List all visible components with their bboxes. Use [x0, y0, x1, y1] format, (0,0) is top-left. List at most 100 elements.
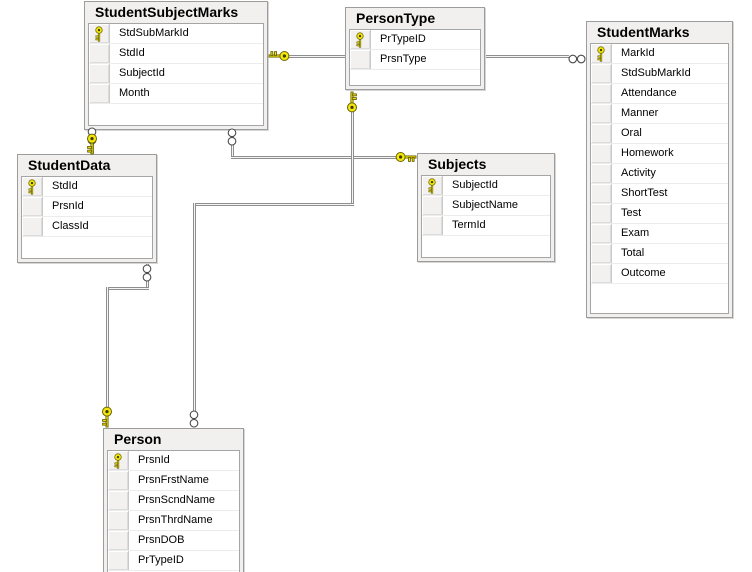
- field-name: PrsnId: [52, 200, 84, 212]
- row-selector[interactable]: [591, 64, 612, 83]
- field-row[interactable]: PrsnType: [350, 50, 480, 70]
- field-row[interactable]: PrTypeID: [350, 30, 480, 50]
- row-selector[interactable]: [89, 64, 110, 83]
- field-row[interactable]: SubjectId: [422, 176, 550, 196]
- table-title[interactable]: PersonType: [356, 10, 436, 26]
- table-title[interactable]: Subjects: [428, 156, 487, 172]
- row-selector[interactable]: [108, 551, 129, 570]
- field-row[interactable]: ShortTest: [591, 184, 728, 204]
- field-name: PrsnDOB: [138, 534, 185, 546]
- field-name: PrsnScndName: [138, 494, 216, 506]
- relationship-line[interactable]: [106, 287, 149, 290]
- field-name: Outcome: [621, 267, 666, 279]
- field-row[interactable]: Exam: [591, 224, 728, 244]
- field-row[interactable]: Month: [89, 84, 263, 104]
- relationship-key-icon: [86, 133, 98, 155]
- field-row[interactable]: SubjectId: [89, 64, 263, 84]
- field-row[interactable]: ClassId: [22, 217, 152, 237]
- row-selector[interactable]: [108, 451, 129, 470]
- field-row[interactable]: Attendance: [591, 84, 728, 104]
- table-title[interactable]: Person: [114, 431, 162, 447]
- row-selector[interactable]: [108, 491, 129, 510]
- row-selector[interactable]: [591, 144, 612, 163]
- relationship-many-icon: [568, 51, 586, 69]
- field-name: PrTypeID: [138, 554, 184, 566]
- row-selector[interactable]: [591, 104, 612, 123]
- table-title[interactable]: StudentMarks: [597, 24, 690, 40]
- field-row[interactable]: StdId: [22, 177, 152, 197]
- table-title[interactable]: StudentData: [28, 157, 111, 173]
- row-selector[interactable]: [591, 164, 612, 183]
- field-row[interactable]: Oral: [591, 124, 728, 144]
- primary-key-icon: [428, 177, 436, 194]
- relationship-line[interactable]: [193, 203, 354, 206]
- field-row[interactable]: Activity: [591, 164, 728, 184]
- row-selector[interactable]: [89, 44, 110, 63]
- field-row[interactable]: PrsnThrdName: [108, 511, 239, 531]
- field-row[interactable]: PrsnFrstName: [108, 471, 239, 491]
- row-selector[interactable]: [350, 50, 371, 69]
- table-title[interactable]: StudentSubjectMarks: [95, 4, 239, 20]
- field-name: Month: [119, 87, 150, 99]
- field-name: PrTypeID: [380, 33, 426, 45]
- row-selector[interactable]: [89, 24, 110, 43]
- field-row[interactable]: PrsnId: [108, 451, 239, 471]
- field-row[interactable]: PrTypeID: [108, 551, 239, 571]
- row-selector[interactable]: [591, 204, 612, 223]
- row-selector[interactable]: [422, 176, 443, 195]
- field-name: Homework: [621, 147, 674, 159]
- field-row[interactable]: StdSubMarkId: [89, 24, 263, 44]
- row-selector[interactable]: [422, 196, 443, 215]
- field-row[interactable]: Test: [591, 204, 728, 224]
- row-selector[interactable]: [422, 216, 443, 235]
- field-row[interactable]: StdSubMarkId: [591, 64, 728, 84]
- field-name: PrsnFrstName: [138, 474, 209, 486]
- row-selector[interactable]: [591, 224, 612, 243]
- row-selector[interactable]: [22, 177, 43, 196]
- field-row[interactable]: StdId: [89, 44, 263, 64]
- field-row[interactable]: PrsnScndName: [108, 491, 239, 511]
- field-row[interactable]: TermId: [422, 216, 550, 236]
- row-selector[interactable]: [89, 84, 110, 103]
- row-selector[interactable]: [591, 264, 612, 283]
- relationship-line[interactable]: [231, 156, 403, 159]
- field-grid: PrTypeID PrsnType: [349, 29, 481, 86]
- field-name: SubjectId: [452, 179, 498, 191]
- field-name: MarkId: [621, 47, 655, 59]
- row-selector[interactable]: [108, 531, 129, 550]
- row-selector[interactable]: [591, 184, 612, 203]
- field-row[interactable]: PrsnDOB: [108, 531, 239, 551]
- field-row[interactable]: Homework: [591, 144, 728, 164]
- row-selector[interactable]: [591, 244, 612, 263]
- row-selector[interactable]: [22, 217, 43, 236]
- field-row[interactable]: MarkId: [591, 44, 728, 64]
- row-selector[interactable]: [350, 30, 371, 49]
- row-selector[interactable]: [591, 124, 612, 143]
- row-selector[interactable]: [108, 511, 129, 530]
- relationship-line[interactable]: [106, 287, 109, 409]
- row-selector[interactable]: [22, 197, 43, 216]
- relationship-key-icon: [395, 151, 417, 163]
- relationship-line[interactable]: [193, 203, 196, 412]
- row-selector[interactable]: [591, 84, 612, 103]
- field-name: PrsnThrdName: [138, 514, 213, 526]
- field-row[interactable]: Total: [591, 244, 728, 264]
- relationship-many-icon: [189, 410, 199, 433]
- field-row[interactable]: PrsnId: [22, 197, 152, 217]
- field-row[interactable]: SubjectName: [422, 196, 550, 216]
- row-selector[interactable]: [108, 471, 129, 490]
- relationship-line[interactable]: [351, 108, 354, 205]
- field-row[interactable]: Outcome: [591, 264, 728, 284]
- row-selector[interactable]: [591, 44, 612, 63]
- field-row[interactable]: Manner: [591, 104, 728, 124]
